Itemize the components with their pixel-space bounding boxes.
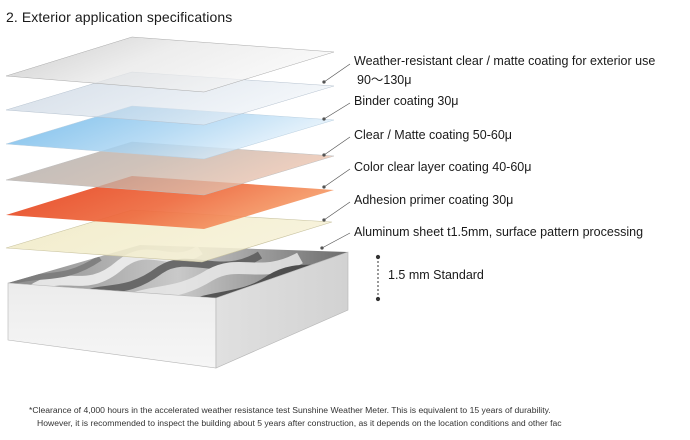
label-weather-resistant-thickness: 90〜130μ — [357, 73, 412, 87]
thickness-dimension — [375, 254, 381, 302]
footnote-line-2: However, it is recommended to inspect th… — [37, 418, 562, 428]
label-binder: Binder coating 30μ — [354, 94, 459, 108]
layer-aluminum-sheet — [5, 209, 333, 263]
thickness-label: 1.5 mm Standard — [388, 268, 484, 282]
layer-weather-resistant — [5, 36, 335, 93]
block-front — [7, 282, 217, 369]
aluminum-block — [7, 245, 349, 369]
layer-adhesion-primer — [6, 176, 334, 229]
label-weather-resistant: Weather-resistant clear / matte coating … — [354, 54, 656, 68]
layer-binder — [5, 71, 335, 126]
layer-clear-matte — [5, 105, 335, 160]
page-title: 2. Exterior application specifications — [6, 9, 233, 25]
label-adhesion-primer: Adhesion primer coating 30μ — [354, 193, 514, 207]
leader-lines — [320, 63, 351, 250]
block-top — [8, 245, 348, 298]
label-aluminum-sheet: Aluminum sheet t1.5mm, surface pattern p… — [354, 225, 644, 239]
footnote-line-1: *Clearance of 4,000 hours in the acceler… — [29, 405, 551, 415]
block-side — [215, 251, 349, 369]
layer-color-clear — [5, 141, 335, 196]
label-clear-matte: Clear / Matte coating 50-60μ — [354, 128, 512, 142]
label-color-clear: Color clear layer coating 40-60μ — [354, 160, 532, 174]
